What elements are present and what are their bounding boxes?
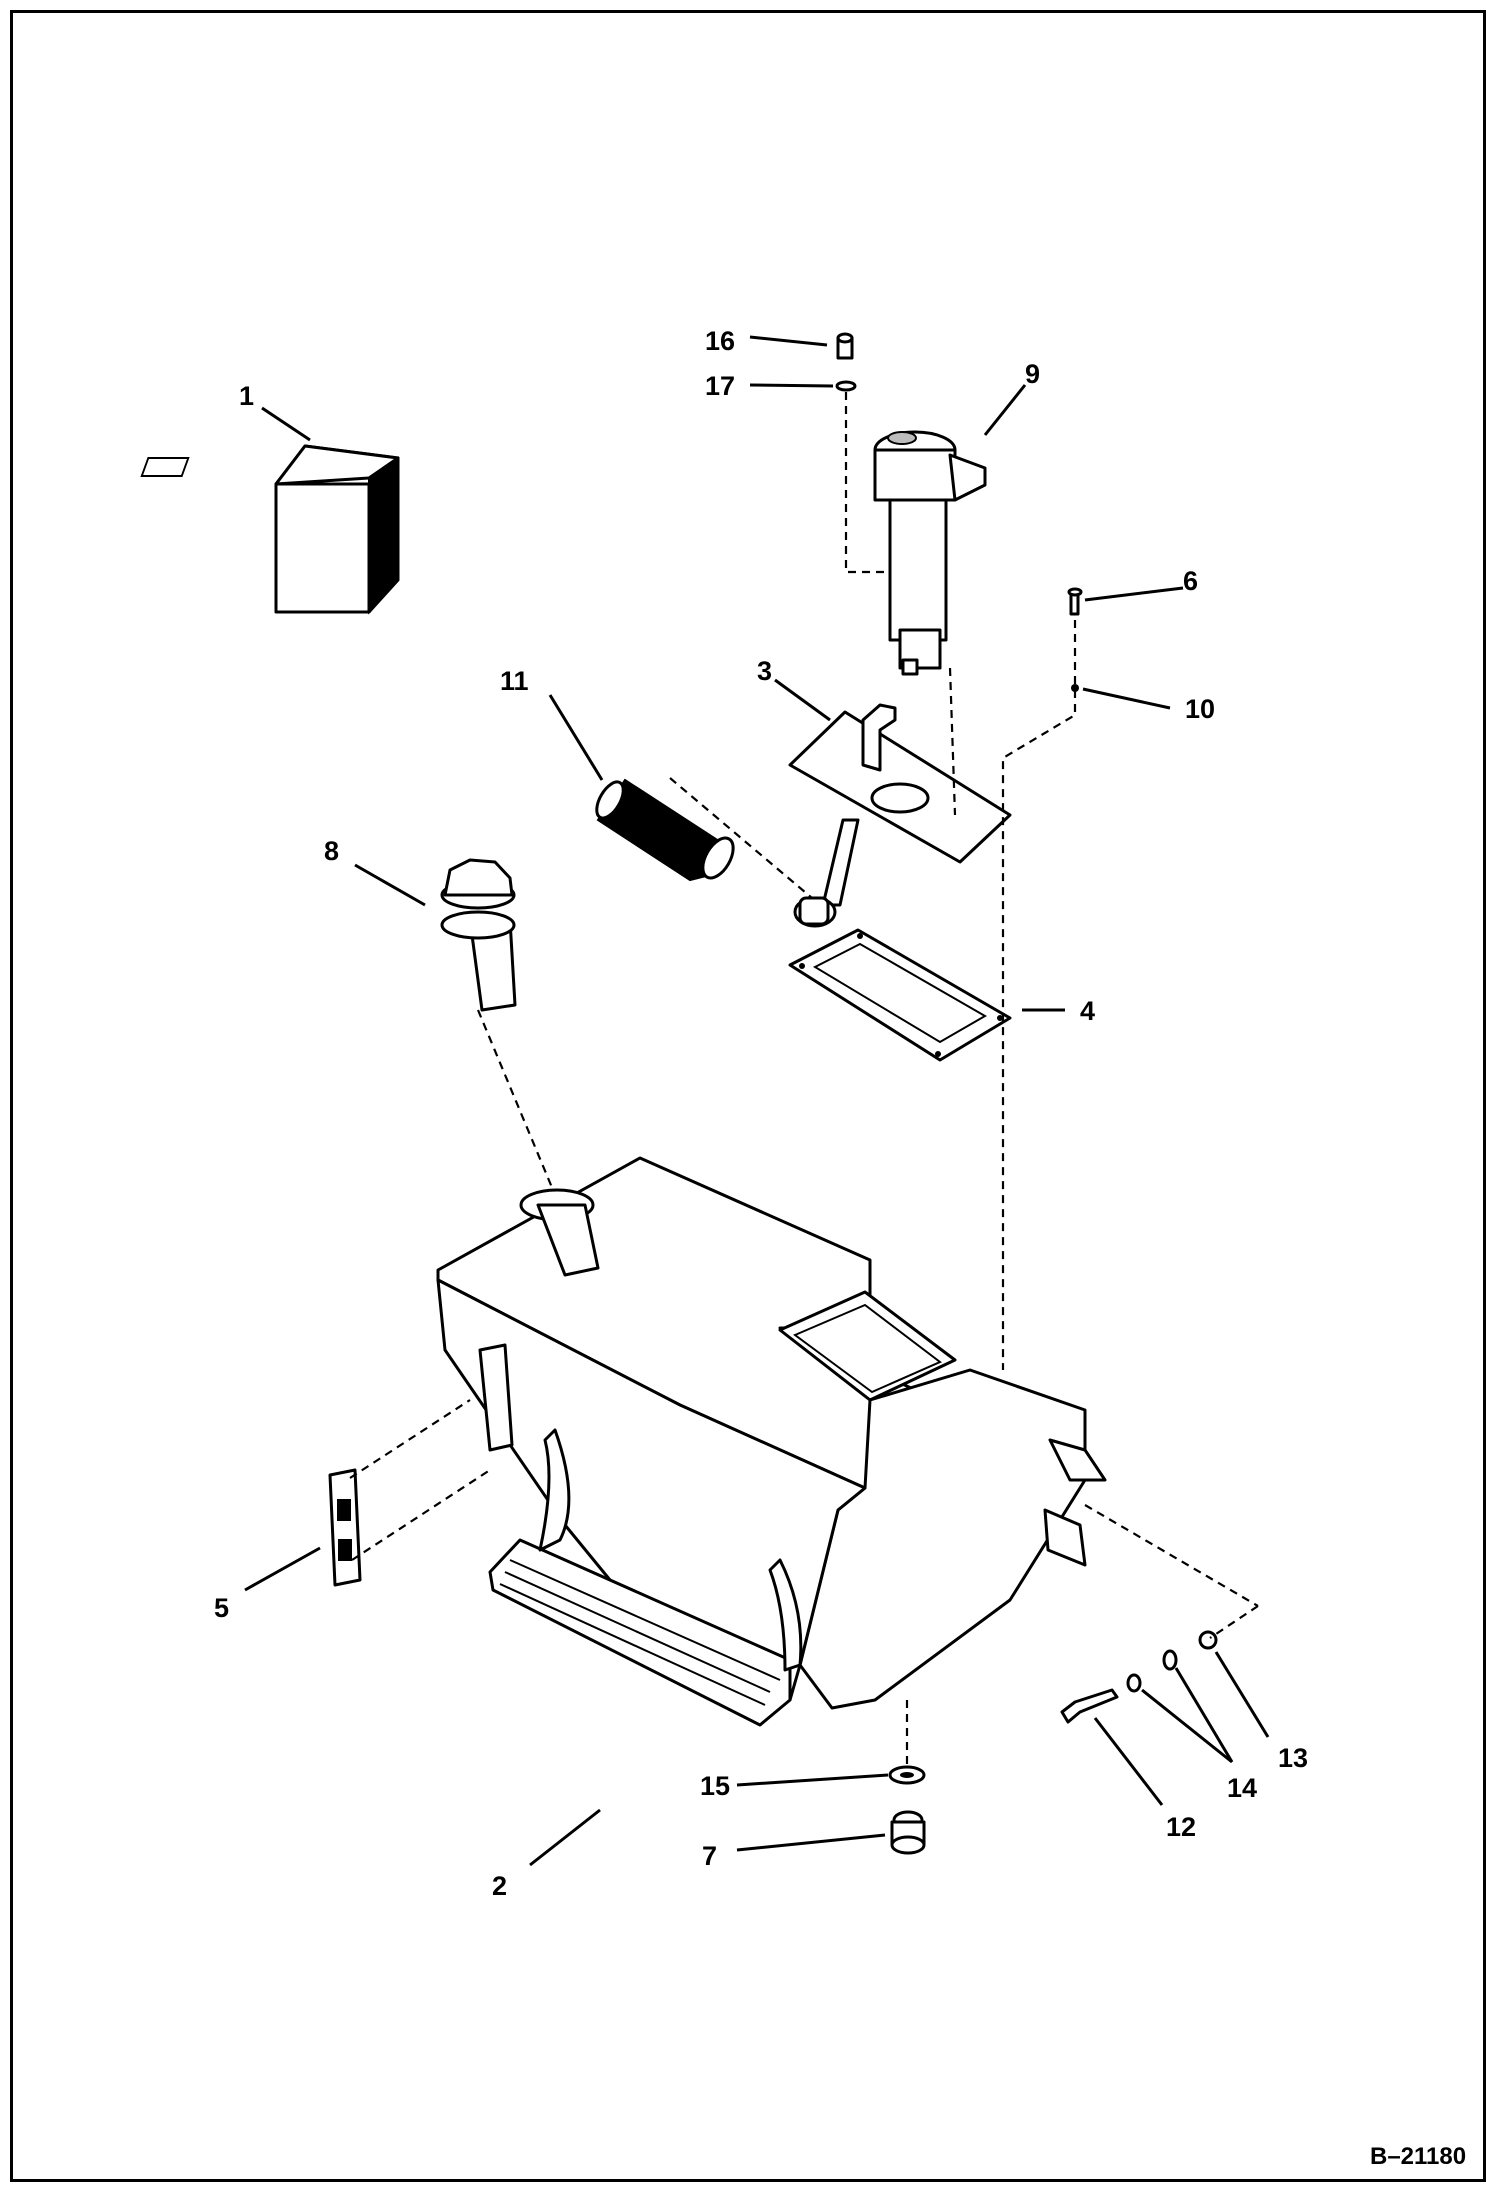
callout-10: 10 [1185,694,1215,724]
part-4-gasket [788,928,1012,1062]
callout-4: 4 [1080,996,1095,1026]
callout-12: 12 [1166,1812,1196,1842]
part-13-nut [1198,1630,1218,1650]
callout-6: 6 [1183,566,1198,596]
drawing-border [10,10,1486,2182]
part-2-tank [436,1156,1107,1727]
part-11-filter-element [595,778,735,882]
callout-9: 9 [1025,359,1040,389]
callout-8: 8 [324,836,339,866]
part-1-manual [140,444,400,615]
part-7-drain-plug [890,1810,926,1855]
part-9-filter-housing [873,430,987,676]
part-3-elbow [793,896,837,928]
part-16-bolt [836,332,854,360]
callout-5: 5 [214,1593,229,1623]
callout-2: 2 [492,1871,507,1901]
part-6-screw [1067,587,1083,616]
callout-3: 3 [757,656,772,686]
leader-lines [244,335,1270,1867]
callout-14: 14 [1227,1773,1257,1803]
callout-13: 13 [1278,1743,1308,1773]
part-8-filler-cap [440,858,517,1012]
drawing-number: B–21180 [1370,2143,1466,2170]
part-3-return-plate [788,703,1012,907]
part-17-washer [835,380,857,392]
callout-7: 7 [702,1841,717,1871]
part-14-washers [1126,1649,1178,1693]
part-5-sight-gauge [328,1468,362,1587]
callout-1: 1 [239,381,254,411]
callout-11: 11 [500,666,529,696]
callout-17: 17 [705,371,735,401]
callout-15: 15 [700,1771,730,1801]
part-10-washer [1071,684,1079,692]
assembly-lines [349,392,1259,1765]
callout-16: 16 [705,326,735,356]
part-12-bolt [1060,1688,1119,1724]
part-15-drain-washer [888,1765,926,1785]
